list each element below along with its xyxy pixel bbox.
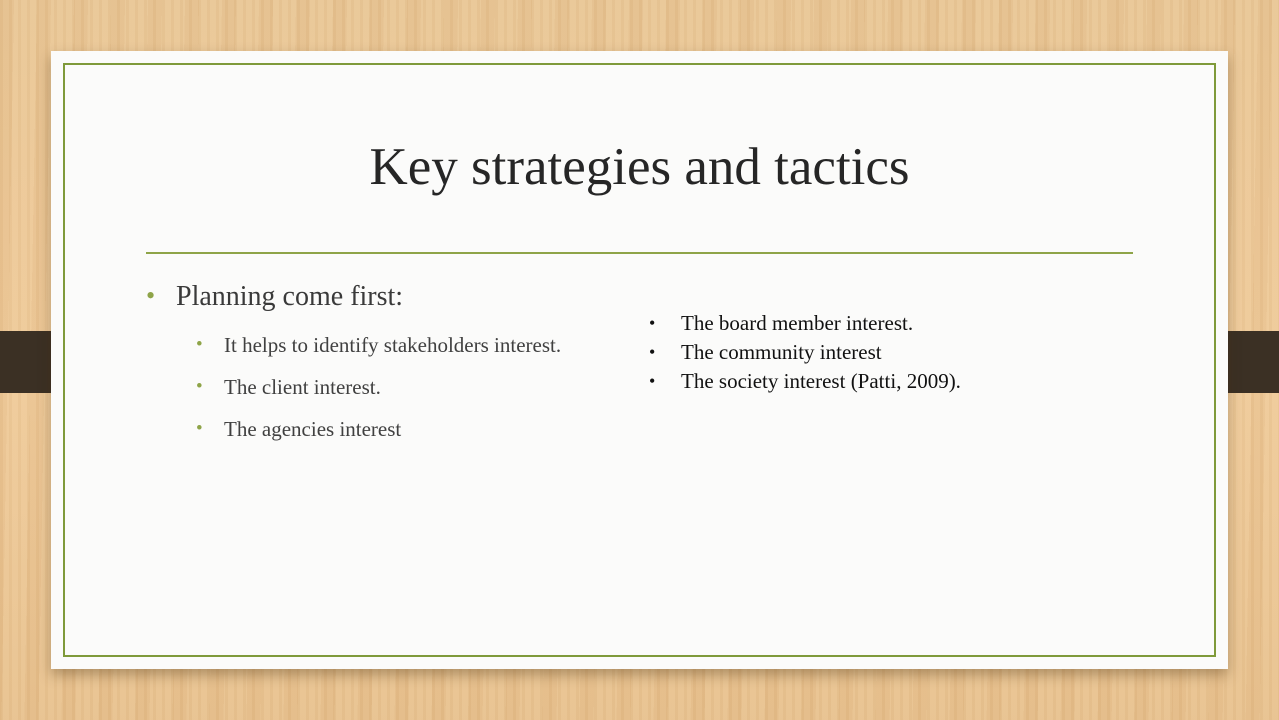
- main-bullet-item: • Planning come first:: [146, 278, 561, 316]
- bullet-dot-icon: •: [146, 281, 156, 310]
- left-content-column: • Planning come first: • It helps to ide…: [146, 278, 561, 450]
- bullet-dot-icon: •: [196, 334, 203, 355]
- sub-bullet-text: It helps to identify stakeholders intere…: [224, 333, 562, 357]
- right-bullet-item: • The board member interest.: [649, 309, 961, 338]
- right-bullet-text: The society interest (Patti, 2009).: [681, 369, 961, 393]
- sub-bullet-text: The agencies interest: [224, 417, 402, 441]
- bullet-dot-icon: •: [649, 342, 656, 362]
- right-bullet-text: The board member interest.: [681, 311, 914, 335]
- right-bullet-item: • The society interest (Patti, 2009).: [649, 367, 961, 396]
- bullet-dot-icon: •: [649, 371, 656, 391]
- title-divider: [146, 252, 1133, 254]
- bullet-dot-icon: •: [196, 418, 203, 439]
- sub-bullet-list: • It helps to identify stakeholders inte…: [146, 324, 561, 450]
- sub-bullet-item: • It helps to identify stakeholders inte…: [146, 324, 561, 366]
- right-bullet-item: • The community interest: [649, 338, 961, 367]
- right-content-column: • The board member interest. • The commu…: [649, 309, 961, 396]
- slide: Key strategies and tactics • Planning co…: [51, 51, 1228, 669]
- sub-bullet-item: • The agencies interest: [146, 408, 561, 450]
- bullet-dot-icon: •: [649, 313, 656, 333]
- sub-bullet-item: • The client interest.: [146, 366, 561, 408]
- slide-title: Key strategies and tactics: [369, 138, 910, 196]
- right-bullet-text: The community interest: [681, 340, 882, 364]
- bullet-dot-icon: •: [196, 376, 203, 397]
- main-bullet-text: Planning come first:: [176, 281, 404, 312]
- slide-border-frame: [63, 63, 1216, 657]
- sub-bullet-text: The client interest.: [224, 375, 381, 399]
